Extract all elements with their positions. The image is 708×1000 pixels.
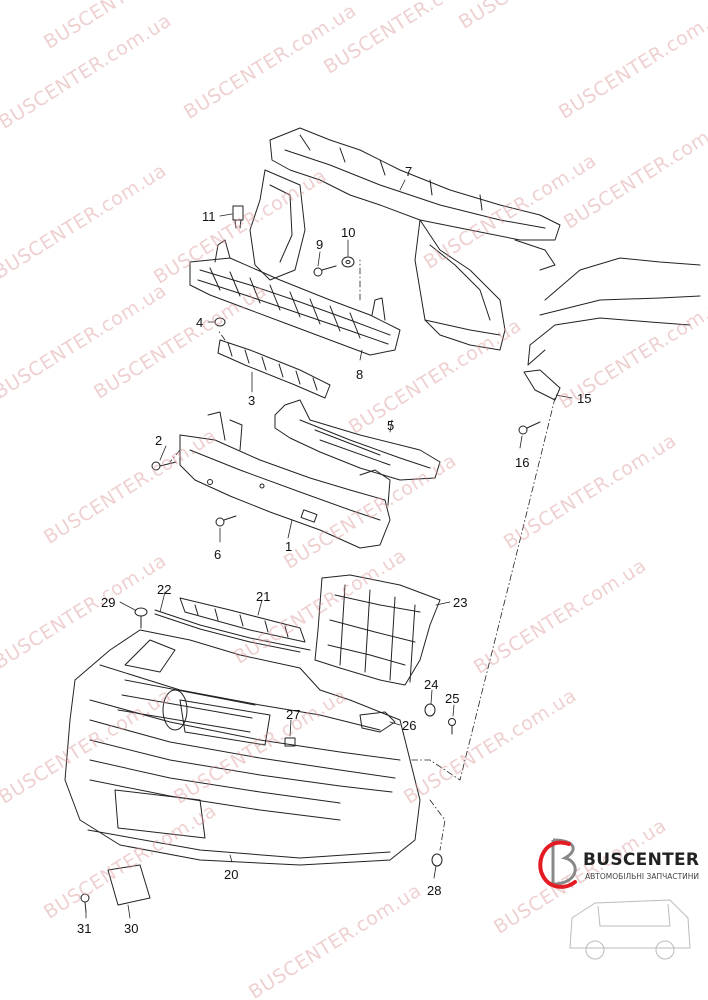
callout-28: 28 [427,883,442,898]
part-22-trim [154,609,311,653]
callout-8: 8 [356,367,364,382]
brand-name: BUSCENTER [583,850,700,870]
callout-31: 31 [77,921,92,936]
callout-30: 30 [124,921,139,936]
part-31-screw [80,893,90,913]
callout-22: 22 [157,582,172,597]
part-20-bumper [64,629,421,866]
callout-9: 9 [316,237,324,252]
callout-15: 15 [577,391,592,406]
callout-3: 3 [248,393,256,408]
callout-1: 1 [285,539,293,554]
part-30-plate [107,864,151,906]
part-26-bracket [359,711,396,733]
logo-mark-icon [538,838,577,889]
part-8-absorber [189,239,401,356]
callout-27: 27 [286,707,301,722]
part-9-screw [313,265,337,277]
callout-20: 20 [224,867,239,882]
part-4-nut [214,317,226,327]
buscenter-logo: BUSCENTER АВТОМОБІЛЬНІ ЗАПЧАСТИНИ [535,832,705,892]
part-21-bracket [179,597,306,643]
part-23-side-grille [314,574,441,686]
part-3-strip [217,339,331,399]
part-29-clip [134,607,148,629]
part-27-clip [284,737,296,747]
fender-outline [527,257,701,366]
dash-dot-assembly-lines [169,259,556,851]
callout-11: 11 [202,209,216,224]
part-15-bracket [523,369,561,401]
callout-4: 4 [196,315,204,330]
part-25-screw [448,718,456,735]
callout-10: 10 [341,225,356,240]
part-7-lock-carrier [249,127,561,351]
part-10-washer [341,256,355,268]
callout-21: 21 [256,589,271,604]
part-5-air-guide [274,399,441,481]
part-28-clip [431,853,443,867]
part-24-clip [424,703,436,717]
callout-26: 26 [402,718,417,733]
callout-24: 24 [424,677,439,692]
callout-2: 2 [155,433,163,448]
callout-6: 6 [214,547,222,562]
part-11-clip [232,205,244,229]
brand-subtitle: АВТОМОБІЛЬНІ ЗАПЧАСТИНИ [585,872,700,881]
callout-7: 7 [405,164,413,179]
callout-25: 25 [445,691,460,706]
van-silhouette-icon [569,899,691,960]
callout-16: 16 [515,455,530,470]
part-6-bolt [215,515,237,527]
part-2-bolt [151,461,177,471]
part-1-carrier [179,411,391,549]
callout-29: 29 [101,595,116,610]
callout-5: 5 [387,418,395,433]
part-16-screw [518,421,541,435]
callout-23: 23 [453,595,468,610]
leader-lines [85,179,573,919]
